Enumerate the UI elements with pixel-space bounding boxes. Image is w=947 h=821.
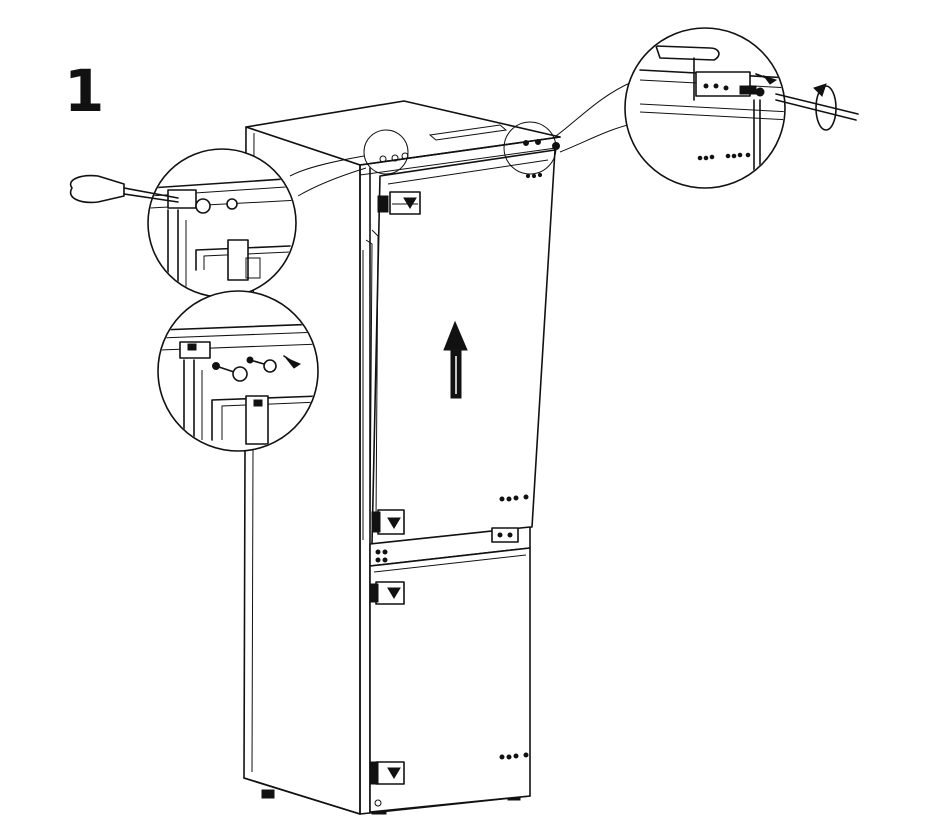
screwdriver-rotate-icon — [775, 83, 859, 131]
upper-door-top-hinge — [377, 191, 421, 215]
mullion — [369, 526, 531, 567]
detail-circle-screw-removal — [624, 27, 786, 189]
lower-door-bottom-hinge — [369, 761, 405, 785]
lower-door — [369, 547, 531, 813]
upper-door-bottom-hinge — [371, 509, 405, 535]
screwdriver-icon — [69, 174, 179, 204]
lift-up-arrow-icon — [443, 320, 468, 399]
lower-door-top-hinge — [369, 581, 405, 605]
step-number: 1 — [64, 57, 105, 125]
detail-circle-pin-removal — [157, 290, 319, 452]
detail-circle-screwdriver — [147, 148, 297, 298]
